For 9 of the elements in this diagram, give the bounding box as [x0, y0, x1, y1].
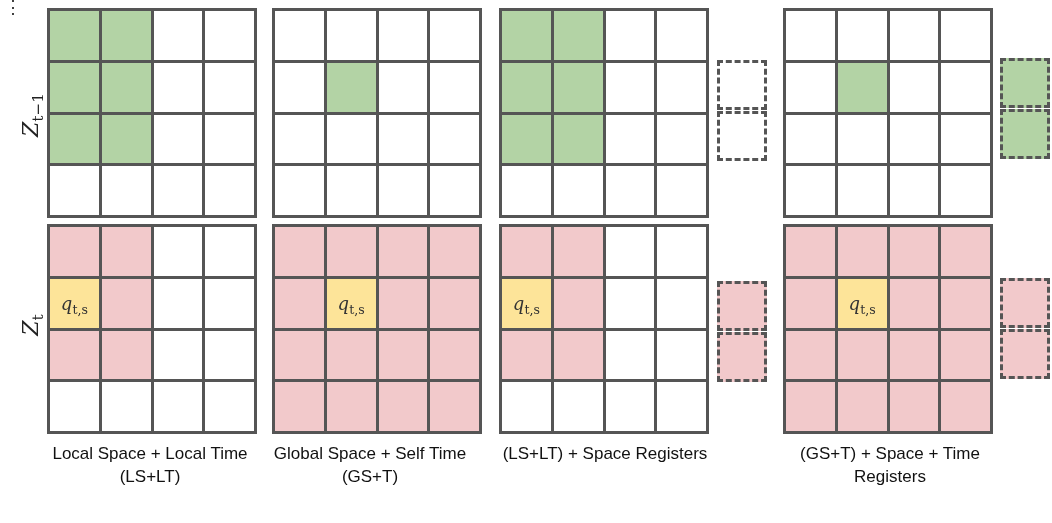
caption: (GS+T) + Space + Time Registers — [799, 443, 981, 488]
caption: Global Space + Self Time (GS+T) — [272, 443, 468, 488]
query-cell: q$_{t,s}$ — [502, 278, 551, 328]
caption: Local Space + Local Time (LS+LT) — [51, 443, 249, 488]
caption: (LS+LT) + Space Registers — [501, 443, 709, 465]
query-cell: q$_{t,s}$ — [326, 278, 376, 328]
ellipsis: ⋮ — [4, 0, 22, 16]
query-cell: q$_{t,s}$ — [837, 278, 887, 328]
query-cell: q$_{t,s}$ — [50, 278, 99, 328]
